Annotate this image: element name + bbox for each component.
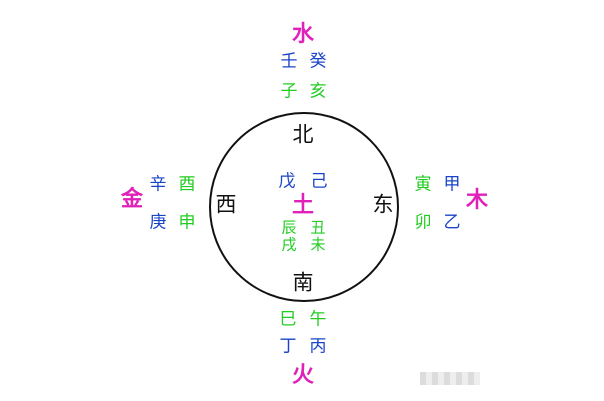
element-earth: 土 [291, 193, 315, 218]
direction-west: 西 [215, 192, 237, 217]
north-stem-ren: 壬 [280, 51, 298, 72]
west-stem-xin: 辛 [149, 174, 167, 195]
watermark [420, 372, 480, 385]
compass-circle [209, 112, 399, 302]
north-branch-zi: 子 [280, 81, 298, 102]
center-branch-chen: 辰 [281, 218, 297, 237]
south-stem-bing: 丙 [309, 336, 327, 357]
center-stem-ji: 己 [310, 171, 328, 192]
element-wood: 木 [465, 188, 489, 213]
south-branch-wu: 午 [309, 309, 327, 330]
direction-south: 南 [292, 270, 314, 295]
east-branch-mao: 卯 [414, 212, 432, 233]
direction-east: 东 [372, 192, 394, 217]
west-branch-shen: 申 [178, 212, 196, 233]
south-branch-si: 巳 [279, 309, 297, 330]
element-water: 水 [291, 22, 315, 47]
north-branch-hai: 亥 [309, 81, 327, 102]
element-metal: 金 [120, 187, 144, 212]
direction-north: 北 [292, 122, 314, 147]
center-stem-wu: 戊 [278, 171, 296, 192]
west-stem-geng: 庚 [149, 212, 167, 233]
north-stem-gui: 癸 [309, 51, 327, 72]
east-branch-yin: 寅 [414, 174, 432, 195]
west-branch-you: 酉 [178, 174, 196, 195]
center-branch-chou: 丑 [310, 218, 326, 237]
east-stem-yi: 乙 [443, 212, 461, 233]
element-fire: 火 [291, 363, 315, 388]
center-branch-wei: 未 [310, 235, 326, 254]
center-branch-xu: 戌 [281, 235, 297, 254]
south-stem-ding: 丁 [279, 336, 297, 357]
east-stem-jia: 甲 [443, 174, 461, 195]
